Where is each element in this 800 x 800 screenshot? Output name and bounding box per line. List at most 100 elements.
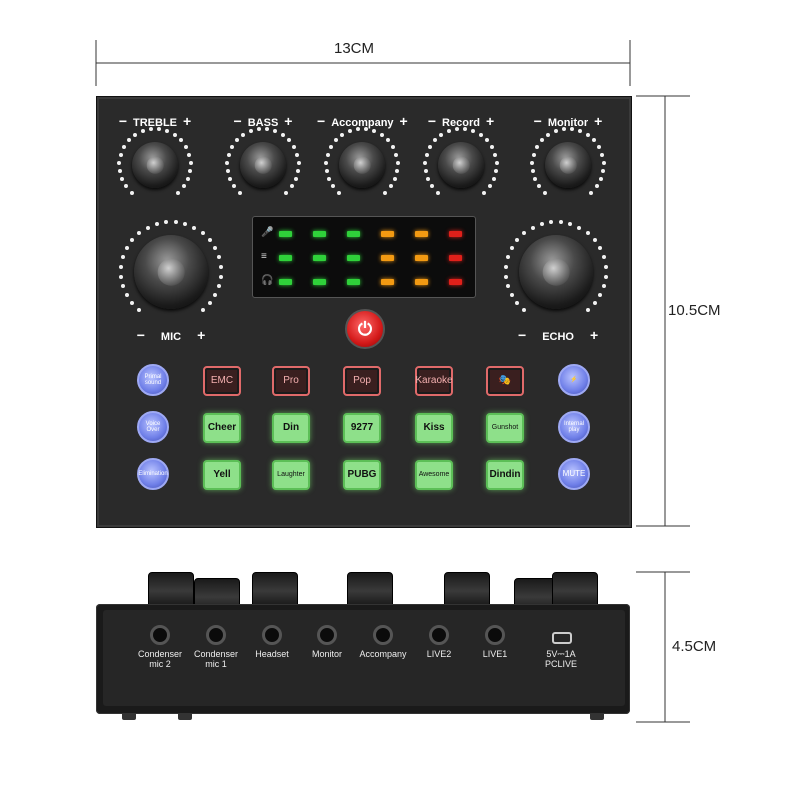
knob-scale-dot: [601, 255, 606, 260]
knob-scale-dot: [326, 177, 331, 182]
audio-jack[interactable]: [429, 625, 449, 645]
knob-scale-dot: [515, 301, 520, 306]
mic-icon: 🎤: [261, 227, 274, 238]
knob-scale-dot: [487, 184, 492, 189]
effect-button-0[interactable]: EMC: [203, 366, 241, 396]
sound-button-5[interactable]: Yell: [203, 460, 241, 490]
knob-scale-dot: [592, 138, 597, 143]
knob-scale-dot: [324, 160, 329, 165]
knob-scale-dot: [333, 138, 338, 143]
knob-scale-dot: [137, 231, 142, 236]
knob-scale-dot: [119, 177, 124, 182]
knob-monitor[interactable]: [545, 142, 591, 188]
sound-button-1[interactable]: Din: [272, 413, 310, 443]
knob-accompany[interactable]: [339, 142, 385, 188]
knob-scale-dot: [549, 220, 554, 225]
knob-scale-dot: [423, 169, 428, 174]
knob-scale-dot: [482, 190, 487, 195]
knob-scale-dot: [561, 127, 566, 132]
knob-scale-dot: [478, 132, 483, 137]
knob-scale-dot: [118, 152, 123, 157]
knob-label: −Record+: [413, 113, 509, 129]
knob-scale-dot: [383, 190, 388, 195]
level-led: [415, 255, 428, 261]
knob-treble[interactable]: [132, 142, 178, 188]
sound-button-4[interactable]: Gunshot: [486, 413, 524, 443]
knob-scale-dot: [201, 308, 206, 313]
plus-sign: +: [284, 113, 293, 129]
knob-scale-dot: [296, 160, 301, 165]
mode-button-right-1[interactable]: Internal play: [558, 411, 590, 443]
foot: [178, 714, 192, 720]
knob-scale-dot: [531, 152, 536, 157]
knob-scale-dot: [494, 169, 499, 174]
knob-scale-dot: [117, 160, 122, 165]
audio-jack[interactable]: [373, 625, 393, 645]
knob-scale-dot: [558, 220, 563, 225]
knob-scale-dot: [601, 284, 606, 289]
knob-label: −TREBLE+: [107, 113, 203, 129]
knob-scale-dot: [600, 152, 605, 157]
knob-scale-dot: [296, 169, 301, 174]
knob-scale-dot: [592, 301, 597, 306]
knob-scale-dot: [125, 246, 130, 251]
knob-scale-dot: [273, 129, 278, 134]
knob-scale-dot: [325, 152, 330, 157]
knob-scale-dot: [200, 231, 205, 236]
effect-button-4[interactable]: 🎭: [486, 366, 524, 396]
mode-button-left-2[interactable]: Elimination: [137, 458, 169, 490]
knob-bass[interactable]: [240, 142, 286, 188]
audio-jack[interactable]: [317, 625, 337, 645]
knob-scale-dot: [395, 160, 400, 165]
sound-button-2[interactable]: 9277: [343, 413, 381, 443]
sound-button-7[interactable]: PUBG: [343, 460, 381, 490]
knob-scale-dot: [234, 138, 239, 143]
knob-scale-dot: [364, 127, 369, 132]
knob-scale-dot: [391, 145, 396, 149]
list-icon: ≡: [261, 251, 267, 262]
knob-scale-dot: [537, 184, 542, 189]
mode-button-left-1[interactable]: Voice Over: [137, 411, 169, 443]
knob-echo[interactable]: [519, 235, 593, 309]
audio-jack[interactable]: [485, 625, 505, 645]
knob-scale-dot: [188, 160, 193, 165]
knob-mic[interactable]: [134, 235, 208, 309]
effect-button-1[interactable]: Pro: [272, 366, 310, 396]
knob-label: −Accompany+: [314, 113, 410, 129]
effect-button-2[interactable]: Pop: [343, 366, 381, 396]
depth-label: 4.5CM: [672, 638, 717, 655]
knob-scale-dot: [119, 264, 124, 269]
sound-button-9[interactable]: Dindin: [486, 460, 524, 490]
audio-jack[interactable]: [150, 625, 170, 645]
knob-label: −Monitor+: [520, 113, 616, 129]
effect-button-3[interactable]: Karaoke: [415, 366, 453, 396]
knob-name: BASS: [247, 117, 279, 129]
mode-button-right-2[interactable]: MUTE: [558, 458, 590, 490]
audio-jack[interactable]: [262, 625, 282, 645]
knob-scale-dot: [130, 301, 135, 306]
usb-port[interactable]: [552, 632, 572, 644]
knob-name: MIC: [160, 331, 182, 343]
knob-scale-dot: [218, 274, 223, 279]
knob-scale-dot: [172, 132, 177, 137]
foot: [122, 714, 136, 720]
knob-scale-dot: [287, 138, 292, 143]
mode-button-right-0[interactable]: ⚡: [558, 364, 590, 396]
knob-scale-dot: [157, 127, 162, 132]
audio-jack[interactable]: [206, 625, 226, 645]
knob-record[interactable]: [438, 142, 484, 188]
knob-scale-dot: [598, 293, 603, 298]
level-led: [449, 279, 462, 285]
sound-button-3[interactable]: Kiss: [415, 413, 453, 443]
knob-scale-dot: [121, 284, 126, 289]
sound-button-6[interactable]: Laughter: [272, 460, 310, 490]
sound-button-0[interactable]: Cheer: [203, 413, 241, 443]
knob-scale-dot: [124, 293, 129, 298]
mode-button-left-0[interactable]: Primal sound: [137, 364, 169, 396]
level-led: [415, 231, 428, 237]
power-button[interactable]: ⏻: [345, 309, 385, 349]
knob-scale-dot: [586, 308, 591, 313]
sound-button-8[interactable]: Awesome: [415, 460, 453, 490]
knob-scale-dot: [126, 138, 131, 143]
level-led: [313, 255, 326, 261]
